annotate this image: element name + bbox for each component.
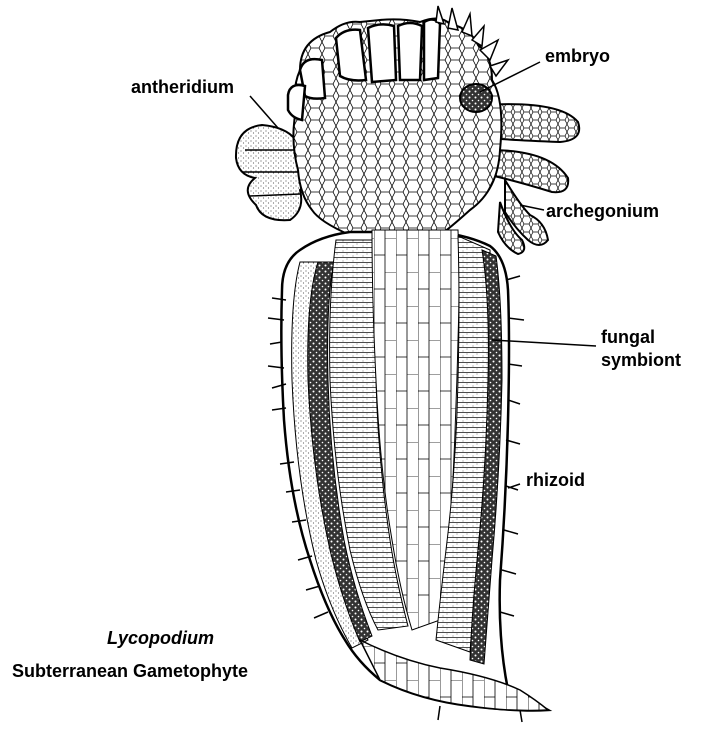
- label-archegonium: archegonium: [546, 201, 659, 222]
- caption-title: Subterranean Gametophyte: [12, 661, 248, 682]
- label-rhizoid: rhizoid: [526, 470, 585, 491]
- label-symbiont: symbiont: [601, 350, 681, 371]
- label-embryo: embryo: [545, 46, 610, 67]
- leader-antheridium: [250, 96, 278, 128]
- label-fungal: fungal: [601, 327, 655, 348]
- leader-rhizoid: [508, 484, 520, 488]
- crown-mass: [293, 18, 501, 235]
- label-antheridium: antheridium: [131, 77, 234, 98]
- caption-genus: Lycopodium: [107, 628, 214, 649]
